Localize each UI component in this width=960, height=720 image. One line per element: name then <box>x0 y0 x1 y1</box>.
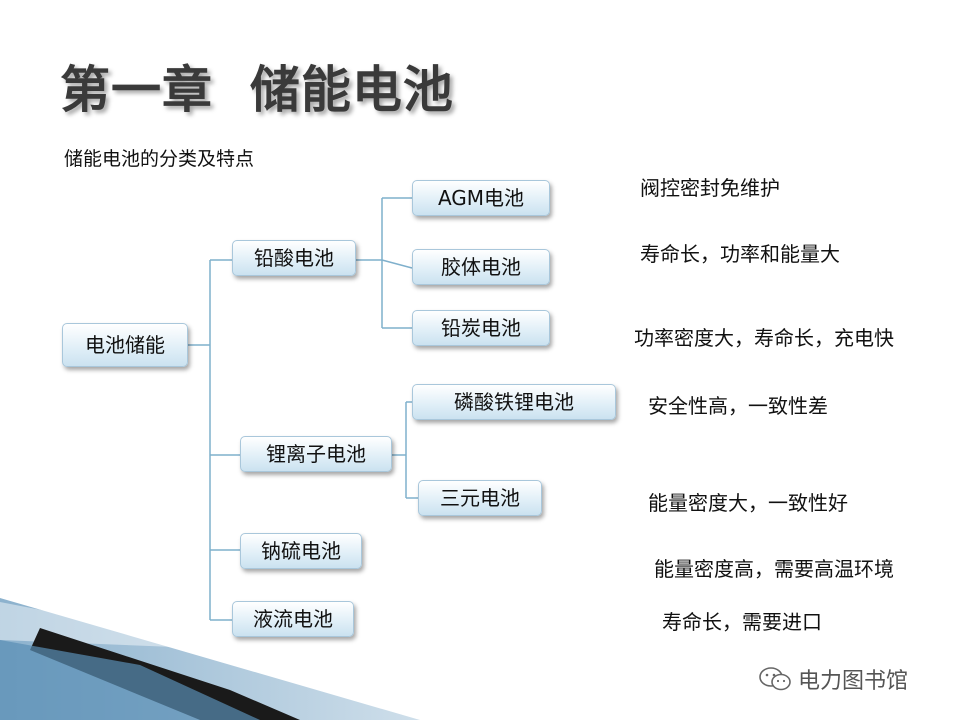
feature-lead-carbon: 功率密度大，寿命长，充电快 <box>634 326 894 350</box>
page-title: 第一章 储能电池 <box>60 61 454 119</box>
watermark-text: 电力图书馆 <box>798 669 909 694</box>
feature-nas: 能量密度高，需要高温环境 <box>654 557 894 581</box>
page-subtitle: 储能电池的分类及特点 <box>64 148 255 170</box>
node-lead-carbon: 铅炭电池 <box>412 310 550 346</box>
node-lfp: 磷酸铁锂电池 <box>412 384 616 420</box>
node-lithium-ion: 锂离子电池 <box>240 436 392 472</box>
feature-agm: 阀控密封免维护 <box>640 176 780 200</box>
node-ternary: 三元电池 <box>418 480 542 516</box>
node-agm: AGM电池 <box>412 180 550 216</box>
node-flow: 液流电池 <box>232 601 354 637</box>
watermark: 电力图书馆 <box>758 664 908 694</box>
node-root: 电池储能 <box>62 323 188 367</box>
node-gel: 胶体电池 <box>412 249 550 285</box>
feature-ternary: 能量密度大，一致性好 <box>648 491 848 515</box>
wechat-icon <box>759 667 791 691</box>
feature-gel: 寿命长，功率和能量大 <box>640 242 840 266</box>
feature-flow: 寿命长，需要进口 <box>662 610 822 634</box>
feature-lfp: 安全性高，一致性差 <box>648 394 828 418</box>
node-nas: 钠硫电池 <box>240 533 362 569</box>
node-lead-acid: 铅酸电池 <box>232 240 356 276</box>
